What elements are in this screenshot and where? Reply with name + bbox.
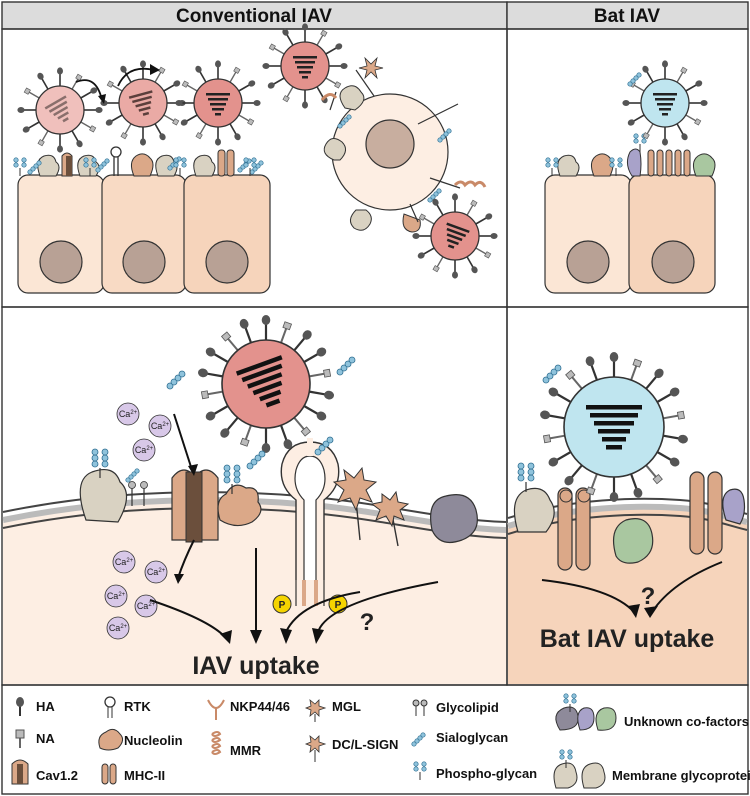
svg-text:Ca2+: Ca2+ bbox=[107, 591, 126, 601]
legend-item-nkp: NKP44/46 bbox=[207, 699, 290, 720]
virion-conventional-4 bbox=[262, 23, 347, 108]
iav-uptake-label: IAV uptake bbox=[192, 652, 319, 680]
virion-bat-large bbox=[538, 350, 690, 504]
legend-item-mmr: MMR bbox=[211, 731, 262, 758]
bat-header: Bat IAV bbox=[594, 6, 660, 27]
svg-text:NA: NA bbox=[36, 731, 55, 746]
legend-item-cav12: Cav1.2 bbox=[11, 759, 78, 785]
svg-text:DC/L-SIGN: DC/L-SIGN bbox=[332, 737, 398, 752]
svg-text:P: P bbox=[335, 600, 342, 611]
immune-cell bbox=[323, 85, 487, 233]
svg-text:P: P bbox=[279, 600, 286, 611]
legend-item-nucleolin: Nucleolin bbox=[98, 728, 183, 751]
bat-mhc-ii bbox=[557, 487, 591, 571]
svg-text:Glycolipid: Glycolipid bbox=[436, 700, 499, 715]
virion-conventional-5 bbox=[412, 193, 497, 278]
svg-text:Ca2+: Ca2+ bbox=[115, 557, 134, 567]
rotation-arrow-2 bbox=[117, 67, 155, 87]
svg-text:Ca2+: Ca2+ bbox=[119, 409, 138, 419]
legend-panel bbox=[1, 684, 749, 795]
nucleolin bbox=[217, 484, 262, 527]
conventional-header: Conventional IAV bbox=[176, 6, 332, 27]
svg-text:Cav1.2: Cav1.2 bbox=[36, 768, 78, 783]
membrane-glycoprotein bbox=[79, 469, 128, 523]
svg-text:Ca2+: Ca2+ bbox=[151, 421, 170, 431]
question-mark-conventional: ? bbox=[360, 609, 375, 636]
virion-conventional-2 bbox=[100, 60, 185, 145]
phospho-group-left: P bbox=[272, 594, 292, 614]
legend-item-sialoglycan: Sialoglycan bbox=[411, 730, 508, 747]
svg-text:NKP44/46: NKP44/46 bbox=[230, 699, 290, 714]
svg-text:Unknown co-factors: Unknown co-factors bbox=[624, 714, 749, 729]
dc-sign-lectin bbox=[370, 490, 410, 547]
svg-text:MGL: MGL bbox=[332, 699, 361, 714]
legend-item-na: NA bbox=[15, 729, 55, 748]
glycolipid bbox=[125, 468, 148, 506]
svg-text:Ca2+: Ca2+ bbox=[135, 445, 154, 455]
virion-bat-small bbox=[622, 60, 707, 145]
svg-text:Nucleolin: Nucleolin bbox=[124, 733, 183, 748]
epithelial-cells bbox=[13, 146, 271, 294]
bat-iav-uptake-label: Bat IAV uptake bbox=[540, 625, 715, 653]
virion-conventional-1 bbox=[16, 66, 104, 154]
svg-text:Phospho-glycan: Phospho-glycan bbox=[436, 766, 537, 781]
unknown-cofactor-grey bbox=[430, 494, 478, 543]
legend-item-rtk: RTK bbox=[104, 696, 151, 718]
legend-item-mgl: MGL bbox=[304, 699, 361, 722]
legend-item-mhc-ii: MHC-II bbox=[101, 763, 165, 785]
svg-text:MHC-II: MHC-II bbox=[124, 768, 165, 783]
virion-conventional-large bbox=[166, 313, 356, 470]
bat-header-bar bbox=[506, 1, 749, 30]
legend-item-unknown-cofactors: Unknown co-factors bbox=[555, 693, 749, 731]
legend-item-dc-sign: DC/L-SIGN bbox=[304, 735, 398, 762]
svg-text:Membrane glycoproteins: Membrane glycoproteins bbox=[612, 768, 750, 783]
legend-item-phospho-glycan: Phospho-glycan bbox=[413, 761, 537, 781]
svg-text:Ca2+: Ca2+ bbox=[147, 567, 166, 577]
conventional-header-bar bbox=[1, 1, 508, 30]
calcium-ions: Ca2+ Ca2+ Ca2+ Ca2+ Ca2+ Ca2+ Ca2+ Ca2+ bbox=[104, 402, 172, 640]
svg-text:MMR: MMR bbox=[230, 743, 262, 758]
svg-text:RTK: RTK bbox=[124, 699, 151, 714]
question-mark-bat: ? bbox=[641, 583, 656, 610]
bat-unknown-cofactor-green bbox=[613, 518, 654, 564]
bat-epithelial-cells bbox=[544, 133, 716, 294]
legend: HA NA Cav1.2 RTK Nucleolin MHC-II NKP44/… bbox=[11, 693, 750, 789]
bat-uptake-arrows bbox=[541, 561, 723, 618]
svg-text:Sialoglycan: Sialoglycan bbox=[436, 730, 508, 745]
virion-conventional-3 bbox=[175, 60, 260, 145]
legend-item-ha: HA bbox=[16, 697, 55, 716]
mgl-lectin bbox=[332, 466, 378, 541]
svg-text:Ca2+: Ca2+ bbox=[137, 601, 156, 611]
legend-item-membrane-glycoproteins: Membrane glycoproteins bbox=[553, 749, 750, 789]
legend-item-glycolipid: Glycolipid bbox=[412, 699, 499, 716]
cav12-channel bbox=[171, 413, 219, 584]
uptake-arrows bbox=[149, 548, 439, 644]
lectin-receptors bbox=[320, 56, 419, 223]
bat-mhc-ii-right bbox=[689, 471, 723, 555]
svg-text:Ca2+: Ca2+ bbox=[109, 623, 128, 633]
bat-membrane-glycoprotein bbox=[513, 487, 555, 533]
rtk-receptor bbox=[280, 438, 340, 606]
bat-unknown-cofactor-purple bbox=[722, 488, 746, 525]
svg-text:HA: HA bbox=[36, 699, 55, 714]
